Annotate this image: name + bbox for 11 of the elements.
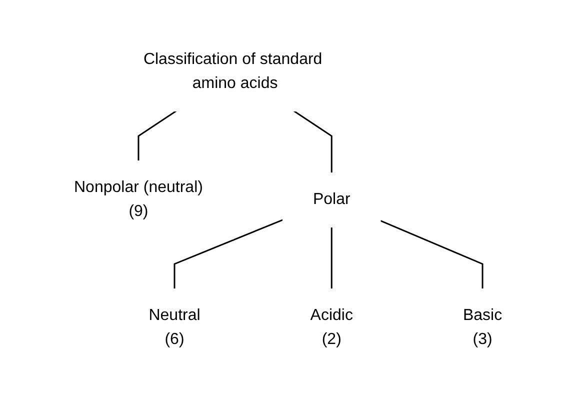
node-text: Basic (3) bbox=[463, 306, 503, 348]
connector bbox=[174, 219, 284, 289]
connector bbox=[294, 110, 333, 173]
node-text: Nonpolar (neutral) (9) bbox=[74, 178, 204, 220]
connector bbox=[138, 110, 178, 161]
node-text: Acidic (2) bbox=[310, 306, 354, 348]
connector bbox=[380, 220, 484, 289]
connector bbox=[331, 227, 333, 289]
node-text: Classification of standard amino acids bbox=[144, 51, 323, 92]
node-text: Neutral (6) bbox=[149, 306, 201, 348]
node-text: Polar bbox=[313, 190, 351, 208]
